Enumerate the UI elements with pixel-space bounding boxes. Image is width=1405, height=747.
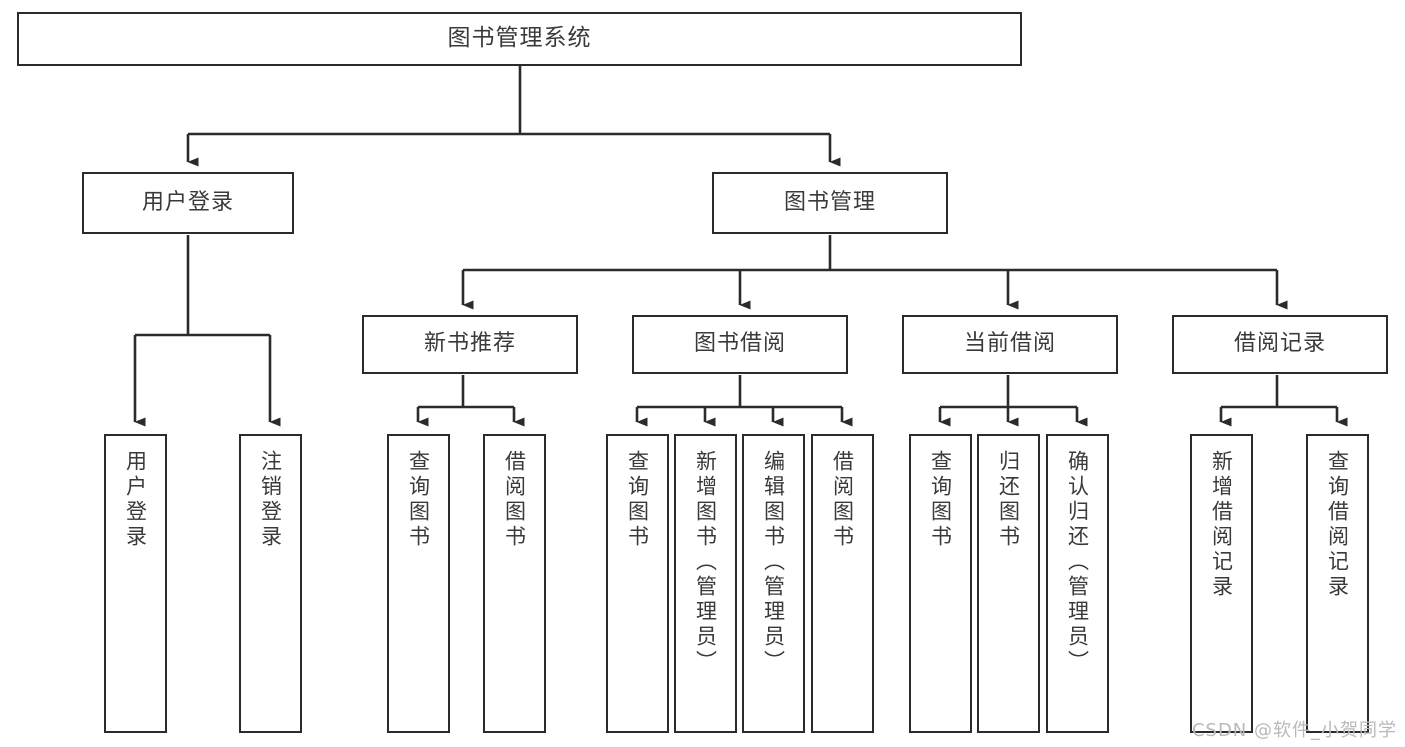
node-leaf-add-record[interactable]: 新增借阅记录 — [1190, 434, 1253, 733]
node-label: 编辑图书（管理员） — [761, 450, 786, 675]
node-borrow-record[interactable]: 借阅记录 — [1172, 315, 1388, 374]
node-label: 查询图书 — [928, 450, 953, 550]
node-current-borrow[interactable]: 当前借阅 — [902, 315, 1118, 374]
node-leaf-query-book-1[interactable]: 查询图书 — [387, 434, 450, 733]
node-leaf-query-book-3[interactable]: 查询图书 — [909, 434, 972, 733]
node-leaf-logout-login[interactable]: 注销登录 — [239, 434, 302, 733]
node-leaf-return-book[interactable]: 归还图书 — [977, 434, 1040, 733]
node-leaf-query-record[interactable]: 查询借阅记录 — [1306, 434, 1369, 733]
node-label: 新增借阅记录 — [1209, 450, 1234, 600]
node-leaf-query-book-2[interactable]: 查询图书 — [606, 434, 669, 733]
node-user-login[interactable]: 用户登录 — [82, 172, 294, 234]
node-label: 新书推荐 — [423, 331, 516, 357]
node-leaf-user-login[interactable]: 用户登录 — [104, 434, 167, 733]
node-label: 查询图书 — [625, 450, 650, 550]
node-label: 归还图书 — [996, 450, 1021, 550]
node-label: 注销登录 — [258, 450, 283, 550]
node-leaf-confirm-return[interactable]: 确认归还（管理员） — [1046, 434, 1109, 733]
node-root-book-management-system[interactable]: 图书管理系统 — [17, 12, 1022, 66]
node-label: 用户登录 — [141, 189, 234, 215]
node-label: 新增图书（管理员） — [693, 450, 718, 675]
node-label: 查询图书 — [406, 450, 431, 550]
node-label: 图书管理 — [783, 189, 876, 215]
node-book-management[interactable]: 图书管理 — [712, 172, 948, 234]
node-leaf-edit-book[interactable]: 编辑图书（管理员） — [742, 434, 805, 733]
node-label: 查询借阅记录 — [1325, 450, 1350, 600]
node-label: 借阅图书 — [830, 450, 855, 550]
node-leaf-borrow-book-1[interactable]: 借阅图书 — [483, 434, 546, 733]
node-label: 当前借阅 — [963, 331, 1056, 357]
node-label: 用户登录 — [123, 450, 148, 550]
node-book-borrow[interactable]: 图书借阅 — [632, 315, 848, 374]
node-leaf-borrow-book-2[interactable]: 借阅图书 — [811, 434, 874, 733]
watermark-text: CSDN @软件_小贺同学 — [1191, 720, 1397, 741]
node-label: 确认归还（管理员） — [1065, 450, 1090, 675]
node-label: 借阅图书 — [502, 450, 527, 550]
node-new-book-recommend[interactable]: 新书推荐 — [362, 315, 578, 374]
node-leaf-add-book[interactable]: 新增图书（管理员） — [674, 434, 737, 733]
node-label: 图书管理系统 — [447, 25, 592, 52]
node-label: 借阅记录 — [1233, 331, 1326, 357]
node-label: 图书借阅 — [693, 331, 786, 357]
